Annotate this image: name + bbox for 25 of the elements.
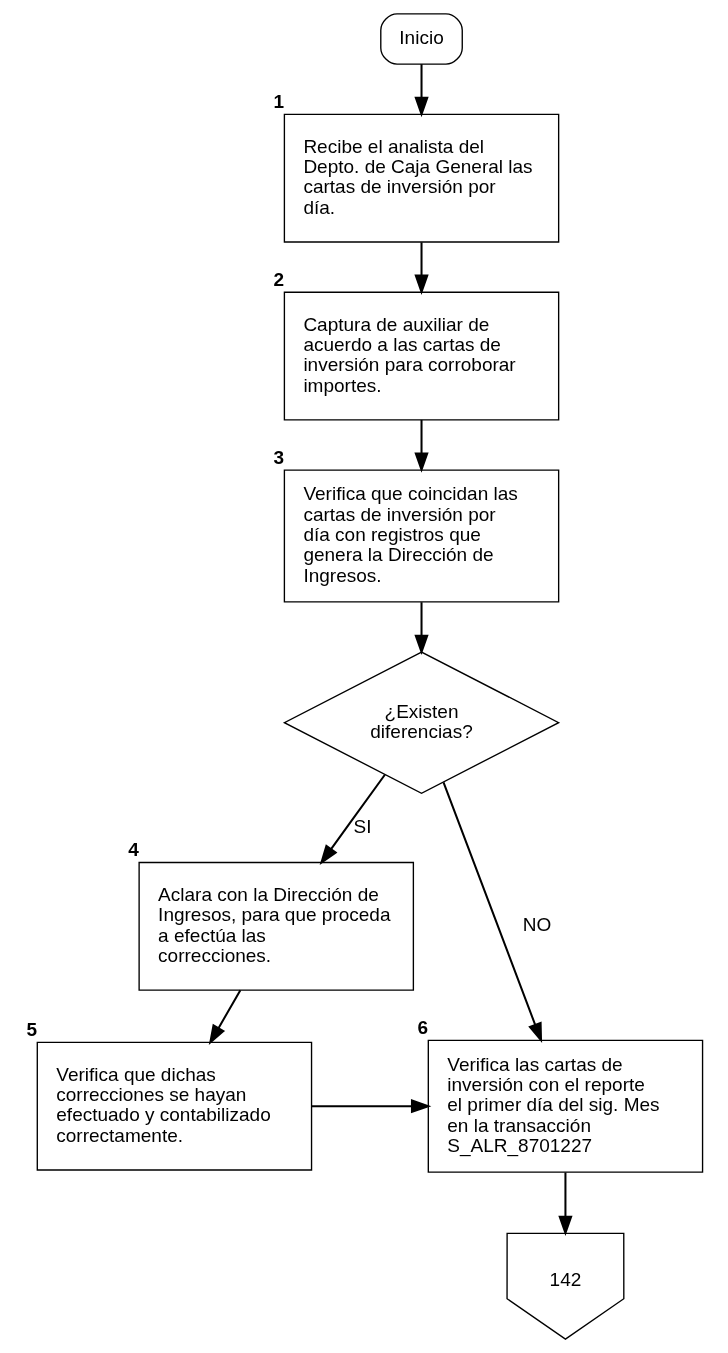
node-box: Verifica que dichas correcciones se hayan efectuado y contabilizado correctamente. bbox=[36, 1041, 312, 1171]
arrow bbox=[557, 1172, 573, 1237]
node-label: 5 bbox=[25, 1018, 37, 1040]
arrow bbox=[413, 602, 429, 656]
arrow bbox=[319, 774, 386, 865]
node-label: 1 bbox=[273, 90, 284, 112]
arrow bbox=[442, 781, 542, 1044]
node-diamond: ¿Existen diferencias? bbox=[282, 651, 560, 795]
arrow bbox=[311, 1099, 431, 1114]
arrow bbox=[413, 242, 429, 295]
arrow bbox=[413, 64, 429, 118]
node-label: 2 bbox=[273, 268, 284, 290]
node-box: Aclara con la Dirección de Ingresos, para que proceda a efectúa las correcciones. bbox=[137, 861, 414, 991]
node-box: Recibe el analista del Depto. de Caja General las cartas de inversión por día. bbox=[283, 113, 559, 243]
node-box: Verifica las cartas de inversión con el reporte el primer día del sig. Mes en la transacción S_ALR_8701227 bbox=[427, 1039, 703, 1173]
arrow bbox=[413, 419, 429, 473]
node-box: Verifica que coincidan las cartas de inversión por día con registros que genera la Dirección de Ingresos. bbox=[283, 469, 559, 603]
arrow bbox=[208, 989, 241, 1046]
node-label: 3 bbox=[273, 446, 284, 468]
node-label: 4 bbox=[127, 838, 139, 860]
node-box: Captura de auxiliar de acuerdo a las cartas de inversión para corroborar importes. bbox=[283, 291, 559, 421]
node-label: 6 bbox=[416, 1016, 428, 1038]
edge-label: SI bbox=[352, 815, 371, 837]
edge-label: NO bbox=[522, 914, 551, 936]
node-box: Inicio bbox=[379, 13, 463, 65]
